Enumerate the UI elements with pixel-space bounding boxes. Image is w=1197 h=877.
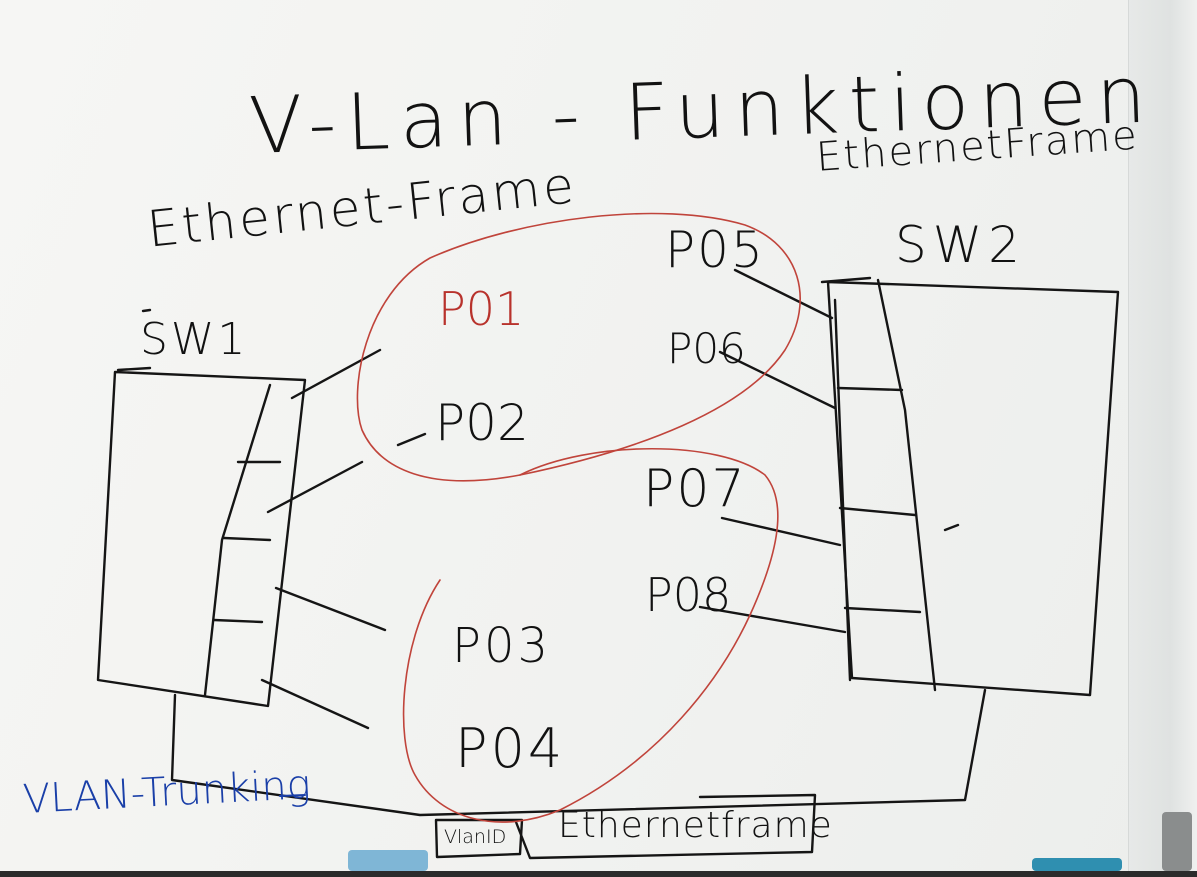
switch-2-label: SW2 <box>895 216 1026 274</box>
port-label: P05 <box>665 221 765 279</box>
link-line <box>260 678 370 730</box>
whiteboard-tray <box>0 871 1197 877</box>
link-line <box>720 516 842 547</box>
switch-2-box <box>826 280 1120 697</box>
trunk-ethernet-frame-label: Ethernetframe <box>558 805 833 846</box>
link-line <box>290 348 382 400</box>
switch-1-port-divider <box>222 536 272 542</box>
port-label: P06 <box>667 324 746 373</box>
switch-2-port-column <box>876 278 937 692</box>
port-label: P04 <box>455 717 566 780</box>
port-label: P08 <box>645 568 732 622</box>
marker-pen <box>1162 812 1192 871</box>
vlan-2-ellipse <box>402 448 779 823</box>
port-label: P02 <box>435 394 529 452</box>
switch-1-box <box>96 370 307 708</box>
link-line <box>274 586 387 632</box>
marker-pen <box>1032 858 1122 871</box>
port-label: P03 <box>452 618 552 674</box>
switch-2-port-divider <box>838 506 917 517</box>
vlan-id-box <box>434 818 524 859</box>
switch-2-port-divider <box>836 386 904 392</box>
switch-1-port-column <box>203 383 272 697</box>
switch-2-port-column <box>833 298 852 682</box>
vlan-id-label: VlanID <box>444 826 507 848</box>
switch-1-label: SW1 <box>140 314 249 365</box>
link-line <box>718 350 837 410</box>
trunk-frame-box <box>514 793 817 860</box>
switch-2-port-divider <box>843 606 922 614</box>
link-line <box>733 268 834 320</box>
vlan-1-ellipse <box>356 212 801 482</box>
port-label: P01 <box>438 282 525 336</box>
link-line <box>266 460 364 514</box>
switch-1-port-divider <box>212 618 264 624</box>
whiteboard-frame <box>1128 0 1197 877</box>
port-label: P07 <box>643 459 747 519</box>
trunk-underline-mark <box>279 794 306 797</box>
trunk-line <box>170 688 987 817</box>
marker-pen <box>348 850 428 871</box>
link-line <box>698 605 847 634</box>
